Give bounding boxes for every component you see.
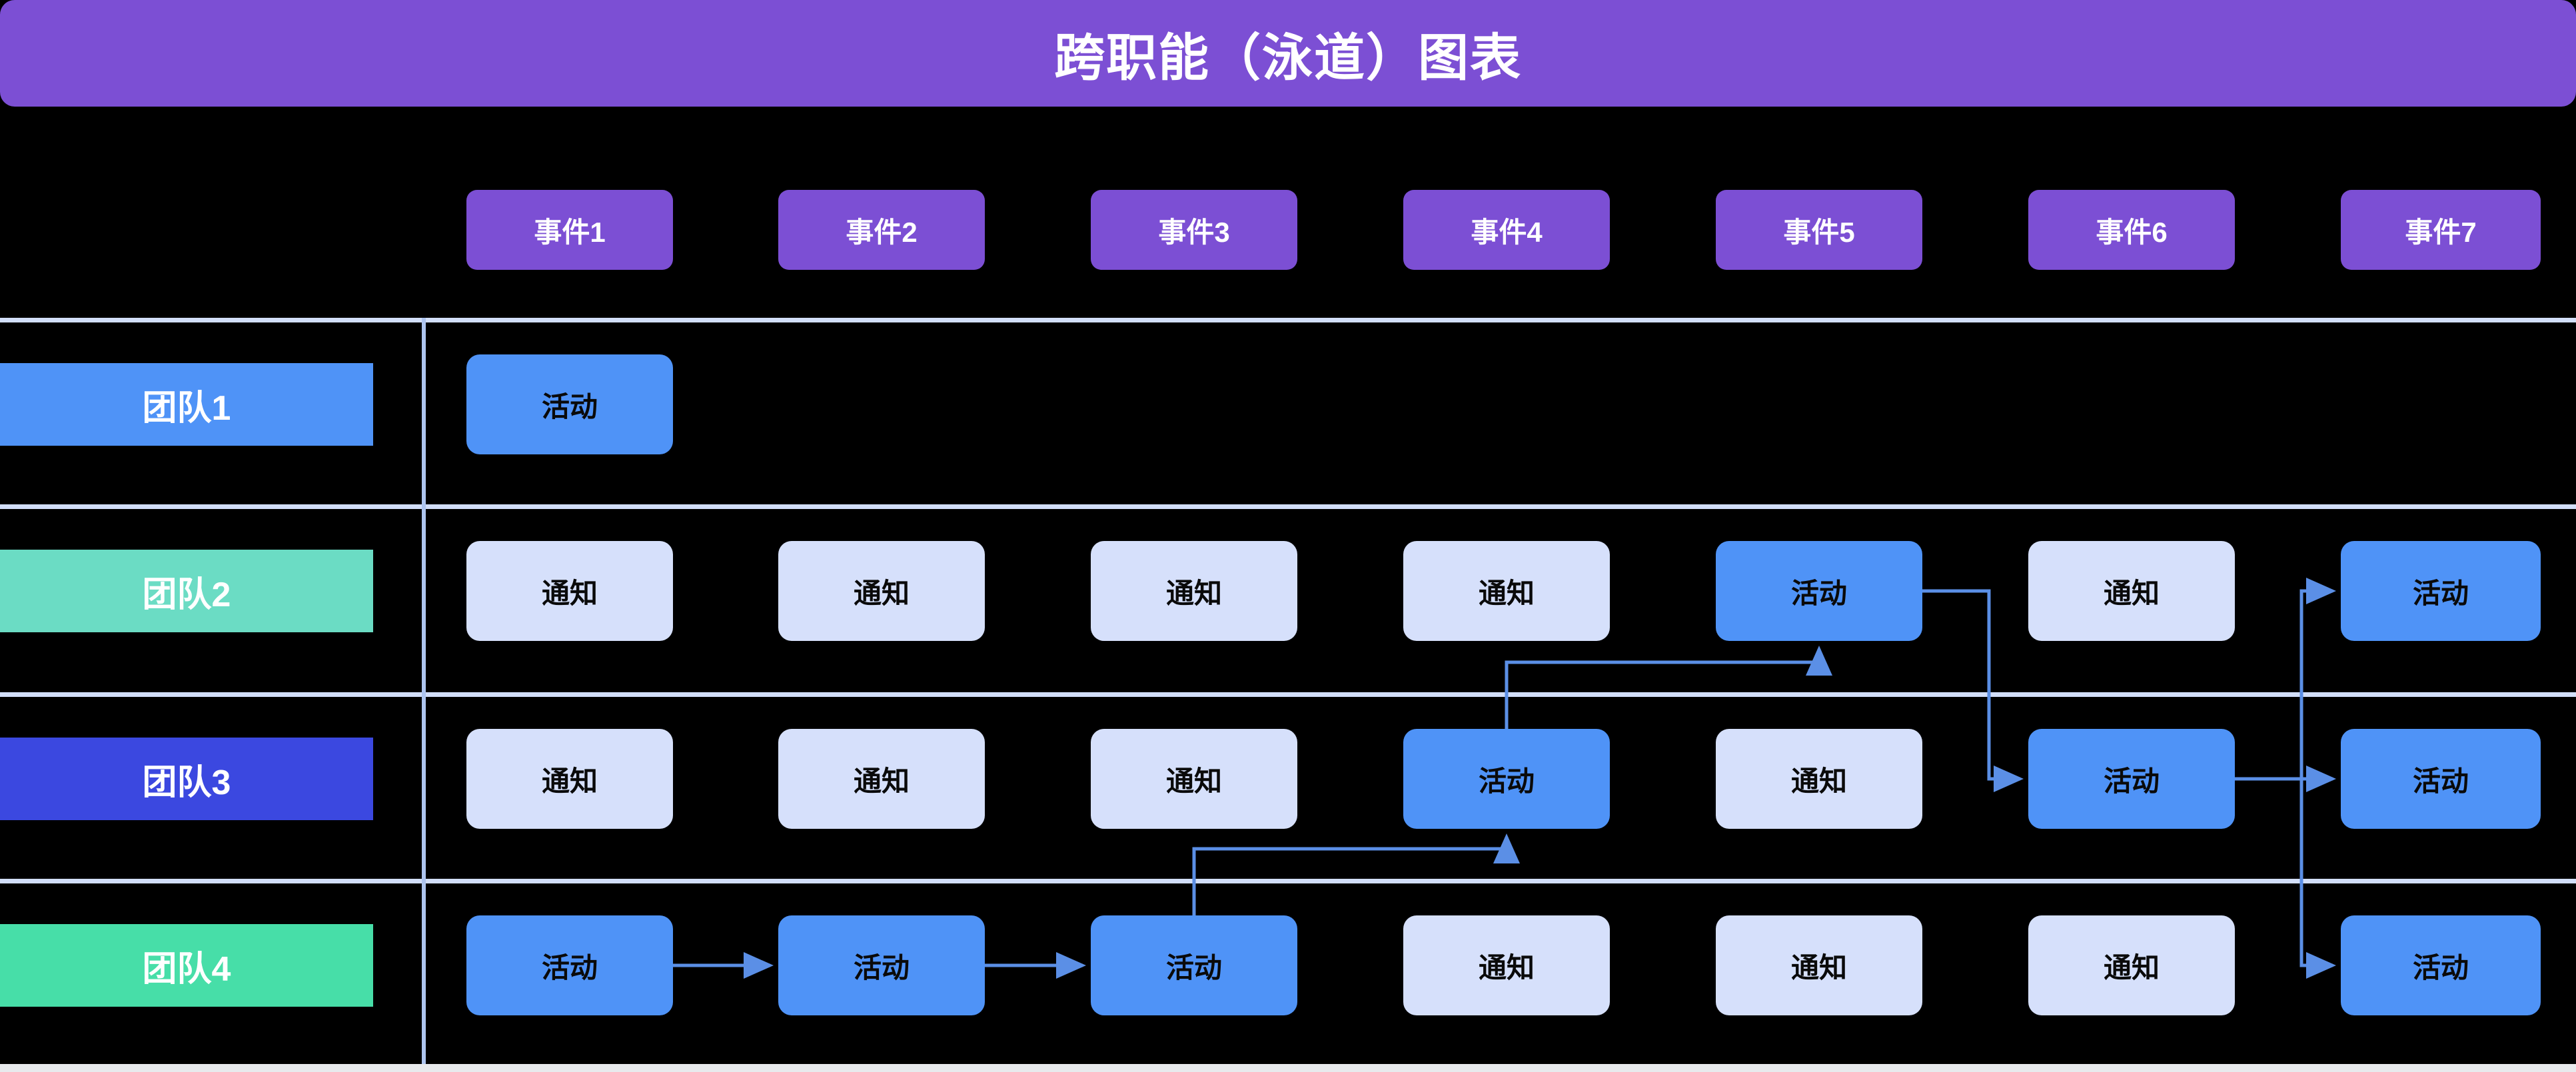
node-t2-e3[interactable]: 通知 (1091, 541, 1297, 641)
node-t1-e1[interactable]: 活动 (466, 354, 673, 454)
connector-t2e5-t3e6 (1922, 589, 2024, 792)
lane-separator-t3 (0, 692, 2576, 697)
node-t4-e6[interactable]: 通知 (2028, 915, 2235, 1015)
node-t4-e3[interactable]: 活动 (1091, 915, 1297, 1015)
node-t4-e1[interactable]: 活动 (466, 915, 673, 1015)
node-t4-e5[interactable]: 通知 (1716, 915, 1922, 1015)
node-t4-e7[interactable]: 活动 (2341, 915, 2541, 1015)
event-chip-e6[interactable]: 事件6 (2028, 190, 2235, 270)
node-t4-e4[interactable]: 通知 (1403, 915, 1610, 1015)
node-t2-e5[interactable]: 活动 (1716, 541, 1922, 641)
event-chip-e1[interactable]: 事件1 (466, 190, 673, 270)
connector-trunk-t2e7 (2299, 578, 2336, 779)
diagram-title-bar: 跨职能（泳道）图表 (0, 0, 2576, 107)
lane-separator-t2 (0, 504, 2576, 509)
node-t2-e1[interactable]: 通知 (466, 541, 673, 641)
lane-label-t2[interactable]: 团队2 (0, 550, 373, 632)
node-t2-e6[interactable]: 通知 (2028, 541, 2235, 641)
page-title: 跨职能（泳道）图表 (1054, 30, 1522, 87)
event-chip-e5[interactable]: 事件5 (1716, 190, 1922, 270)
lane-label-t3[interactable]: 团队3 (0, 738, 373, 820)
node-t3-e3[interactable]: 通知 (1091, 729, 1297, 829)
node-t3-e1[interactable]: 通知 (466, 729, 673, 829)
node-t3-e6[interactable]: 活动 (2028, 729, 2235, 829)
node-t2-e4[interactable]: 通知 (1403, 541, 1610, 641)
lane-separator-t1 (0, 318, 2576, 322)
lane-label-t1[interactable]: 团队1 (0, 363, 373, 446)
node-t3-e2[interactable]: 通知 (778, 729, 985, 829)
lane-vertical-divider (422, 318, 426, 1066)
event-chip-e7[interactable]: 事件7 (2341, 190, 2541, 270)
node-t3-e5[interactable]: 通知 (1716, 729, 1922, 829)
diagram-bottom-bar (0, 1064, 2576, 1072)
node-t3-e4[interactable]: 活动 (1403, 729, 1610, 829)
node-t4-e2[interactable]: 活动 (778, 915, 985, 1015)
node-t3-e7[interactable]: 活动 (2341, 729, 2541, 829)
connector-t3e4-t2e5 (1505, 646, 1832, 729)
event-chip-e3[interactable]: 事件3 (1091, 190, 1297, 270)
lane-separator-t4 (0, 879, 2576, 883)
connector-t4e3-t3e4 (1192, 833, 1520, 915)
node-t2-e7[interactable]: 活动 (2341, 541, 2541, 641)
connector-trunk-t4e7 (2299, 779, 2336, 979)
event-chip-e4[interactable]: 事件4 (1403, 190, 1610, 270)
lane-label-t4[interactable]: 团队4 (0, 924, 373, 1007)
node-t2-e2[interactable]: 通知 (778, 541, 985, 641)
event-chip-e2[interactable]: 事件2 (778, 190, 985, 270)
